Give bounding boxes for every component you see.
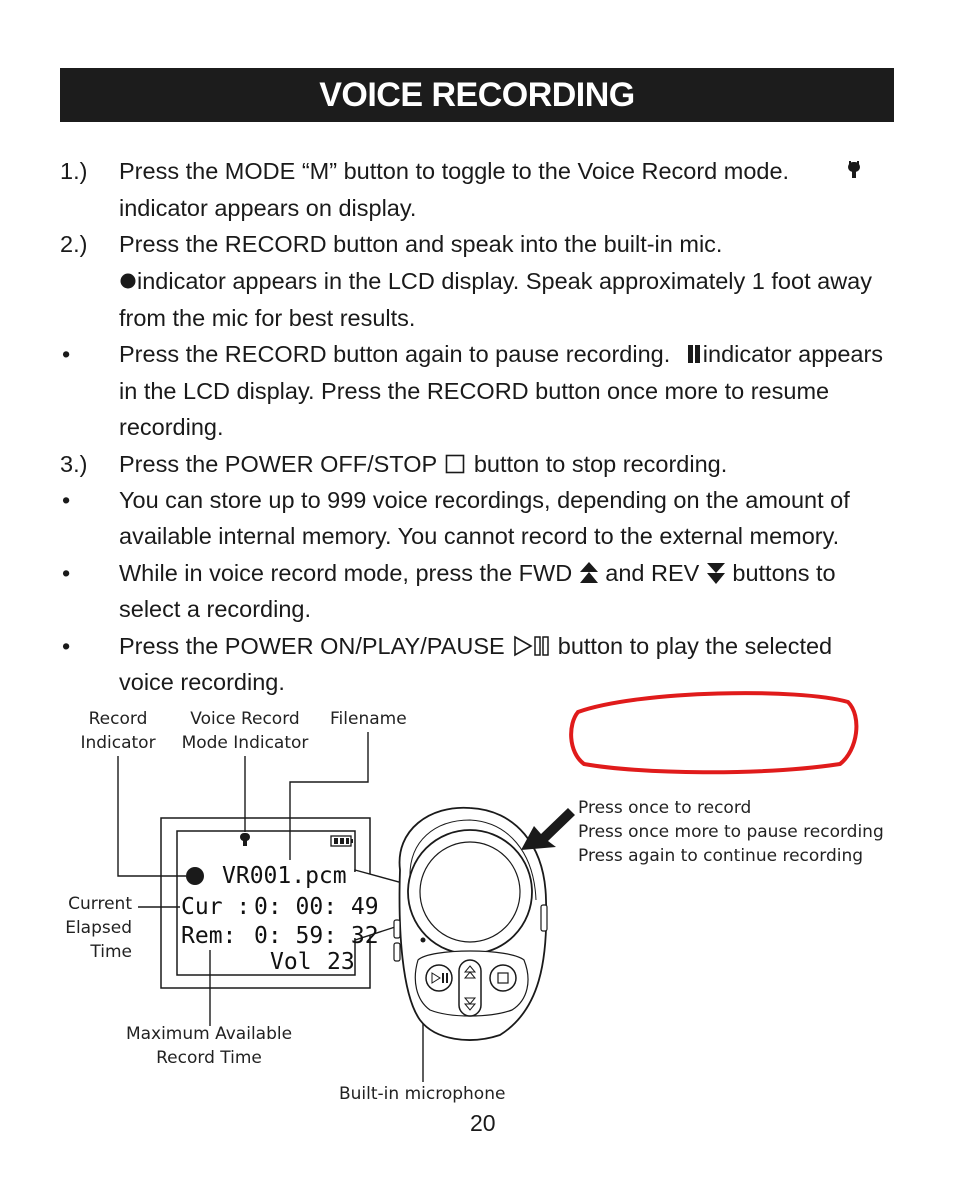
step-3-text-b: button to stop recording. (473, 451, 728, 477)
lcd-filename: VR001.pcm (222, 863, 347, 889)
step-2-number: 2.) (60, 231, 88, 257)
record-indicator-label-2: Indicator (80, 733, 156, 753)
bullet-4-line-2: voice recording. (119, 669, 285, 695)
bullet-1-text-a: Press the RECORD button again to pause r… (119, 341, 671, 367)
bullet-2: • (62, 487, 71, 513)
current-label-3: Time (90, 942, 132, 962)
current-label-2: Elapsed (65, 918, 132, 938)
max-label-1: Maximum Available (125, 1024, 293, 1044)
bullet-4-text-b: button to play the selected (557, 633, 833, 659)
bullet-3-line-2: select a recording. (119, 596, 312, 622)
page-title: VOICE RECORDING (319, 76, 635, 114)
record-indicator-leader (117, 756, 186, 877)
bullet-3-text-a: While in voice record mode, press the FW… (119, 560, 573, 586)
current-label-1: Current (68, 894, 132, 914)
step-2-line-2: indicator appears in the LCD display. Sp… (119, 267, 872, 295)
bullet-3-line-1: While in voice record mode, press the FW… (119, 559, 836, 587)
red-highlight-oval (569, 691, 859, 775)
lcd-cur-label: Cur : (181, 894, 251, 920)
device-diagram (117, 691, 859, 1082)
fwd-icon (579, 561, 598, 583)
title-bar: VOICE RECORDING (60, 68, 894, 122)
step-1-line-2: indicator appears on display. (119, 195, 417, 221)
mode-indicator-label: Voice Record Mode Indicator (178, 707, 312, 755)
step-1-number: 1.) (60, 158, 88, 184)
record-button-arrow (521, 808, 575, 850)
step-3-text-a: Press the POWER OFF/STOP (119, 451, 437, 477)
press-label-3: Press again to continue recording (578, 846, 864, 866)
step-2-line-3: from the mic for best results. (119, 305, 416, 331)
record-dot-icon (120, 273, 136, 289)
lcd-mic-icon (240, 833, 250, 846)
max-label-2: Record Time (156, 1048, 262, 1068)
current-elapsed-label: Current Elapsed Time (60, 892, 132, 964)
stop-icon (445, 454, 465, 474)
device-fwd-rev-rocker (458, 959, 482, 1017)
record-button-instructions: Press once to record Press once more to … (578, 796, 884, 868)
filename-label: Filename (330, 709, 407, 729)
step-1-text-a: Press the MODE “M” button to toggle to t… (119, 158, 790, 184)
step-2-line-1: Press the RECORD button and speak into t… (119, 231, 723, 257)
filename-leader (289, 732, 369, 860)
bullet-2-line-1: You can store up to 999 voice recordings… (119, 487, 850, 513)
step-3-number: 3.) (60, 451, 88, 477)
page-number: 20 (470, 1110, 496, 1136)
bullet-4-line-1: Press the POWER ON/PLAY/PAUSE button to … (119, 632, 832, 660)
microphone-icon (848, 161, 860, 178)
microphone-label: Built-in microphone (339, 1084, 506, 1104)
pause-icon (687, 344, 700, 363)
bullet-3-text-c: buttons to (732, 560, 836, 586)
step-1-line-1: Press the MODE “M” button to toggle to t… (119, 157, 789, 185)
rev-icon (706, 562, 725, 584)
mode-indicator-label-1: Voice Record (190, 709, 300, 729)
step-2-text-b: indicator appears in the LCD display. Sp… (137, 268, 872, 294)
bullet-2-line-2: available internal memory. You cannot re… (119, 523, 840, 549)
device-stop-button (489, 964, 517, 992)
press-label-2: Press once more to pause recording (578, 822, 884, 842)
bullet-3: • (62, 560, 71, 586)
lcd-rem-label: Rem: (181, 923, 237, 949)
step-3-line-1: Press the POWER OFF/STOP button to stop … (119, 450, 727, 478)
battery-icon (330, 835, 353, 847)
bullet-1-line-1: Press the RECORD button again to pause r… (119, 340, 883, 368)
bullet-1-line-3: recording. (119, 414, 224, 440)
bullet-4: • (62, 633, 71, 659)
press-label-1: Press once to record (578, 798, 752, 818)
lcd-vol-value: 23 (327, 949, 355, 975)
bullet-1: • (62, 341, 71, 367)
bullet-1-line-2: in the LCD display. Press the RECORD but… (119, 378, 830, 404)
record-indicator-label-1: Record (88, 709, 148, 729)
lcd-cur-value: 0: 00: 49 (254, 894, 379, 920)
bullet-1-text-b: indicator appears (702, 341, 884, 367)
lcd-rem-value: 0: 59: 32 (254, 923, 379, 949)
lcd-vol-label: Vol (270, 949, 312, 975)
lcd-record-dot (186, 867, 204, 885)
device-play-button (425, 964, 453, 992)
bullet-4-text-a: Press the POWER ON/PLAY/PAUSE (119, 633, 505, 659)
record-indicator-label: Record Indicator (80, 707, 156, 755)
max-record-time-label: Maximum Available Record Time (118, 1022, 300, 1070)
mode-indicator-label-2: Mode Indicator (181, 733, 309, 753)
bullet-3-text-b: and REV (605, 560, 700, 586)
play-pause-icon (514, 635, 549, 657)
